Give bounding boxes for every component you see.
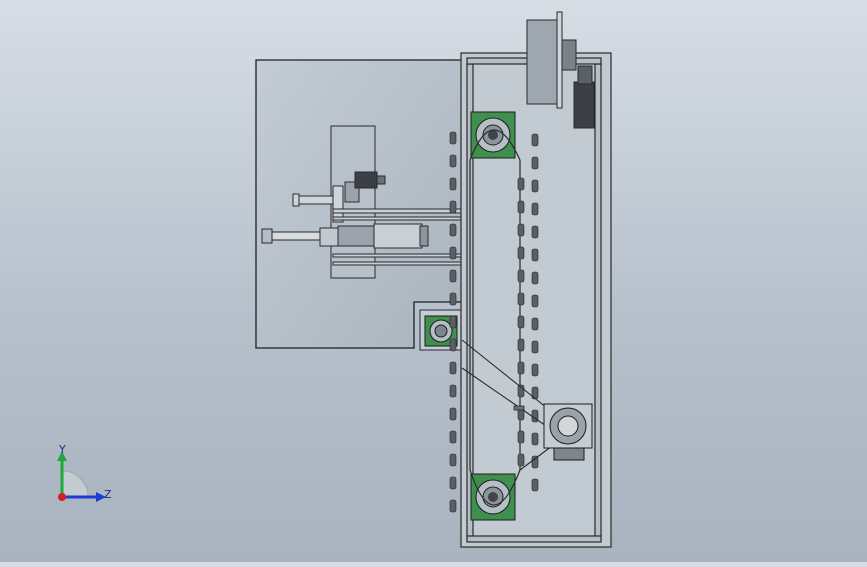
roller — [531, 225, 539, 239]
roller — [517, 200, 525, 214]
y-axis-label: Y — [58, 443, 66, 456]
right-roller-column — [517, 133, 539, 492]
roller — [517, 315, 525, 329]
roller — [449, 453, 457, 467]
tension-bolt — [513, 405, 525, 411]
roller — [449, 361, 457, 375]
roller — [517, 223, 525, 237]
roller — [517, 246, 525, 260]
roller — [531, 248, 539, 262]
roller — [449, 499, 457, 513]
roller — [449, 131, 457, 145]
drive-motor[interactable] — [526, 11, 595, 129]
left-roller-column — [449, 131, 457, 513]
roller — [531, 179, 539, 193]
roller — [517, 269, 525, 283]
roller — [531, 317, 539, 331]
roller — [449, 292, 457, 306]
upper-cylinder[interactable] — [292, 171, 386, 223]
y-axis-arrow — [57, 451, 67, 461]
roller — [449, 223, 457, 237]
roller — [449, 384, 457, 398]
bottom-drive-bearing[interactable] — [470, 473, 516, 521]
top-drive-bearing[interactable] — [470, 111, 516, 159]
roller — [449, 430, 457, 444]
roller — [449, 407, 457, 421]
roller — [449, 269, 457, 283]
roller — [531, 133, 539, 147]
roller — [517, 430, 525, 444]
roller — [449, 177, 457, 191]
roller — [517, 338, 525, 352]
triad-quadrant — [61, 470, 89, 498]
roller — [531, 271, 539, 285]
roller — [449, 246, 457, 260]
roller — [449, 315, 457, 329]
roller — [531, 202, 539, 216]
roller — [531, 363, 539, 377]
roller — [449, 154, 457, 168]
lower-cylinder[interactable] — [261, 223, 429, 249]
roller — [517, 453, 525, 467]
roller — [531, 455, 539, 469]
x-axis-dot — [58, 493, 66, 501]
z-axis-arrow — [96, 492, 106, 502]
roller — [531, 294, 539, 308]
roller — [449, 338, 457, 352]
roller — [517, 361, 525, 375]
roller — [449, 200, 457, 214]
roller — [449, 476, 457, 490]
roller — [531, 340, 539, 354]
axis-triad: Y Z — [57, 443, 112, 502]
roller — [531, 478, 539, 492]
roller — [531, 156, 539, 170]
z-axis-label: Z — [104, 488, 112, 501]
gear-motor[interactable] — [543, 403, 593, 461]
roller — [517, 292, 525, 306]
roller — [531, 432, 539, 446]
roller — [517, 177, 525, 191]
